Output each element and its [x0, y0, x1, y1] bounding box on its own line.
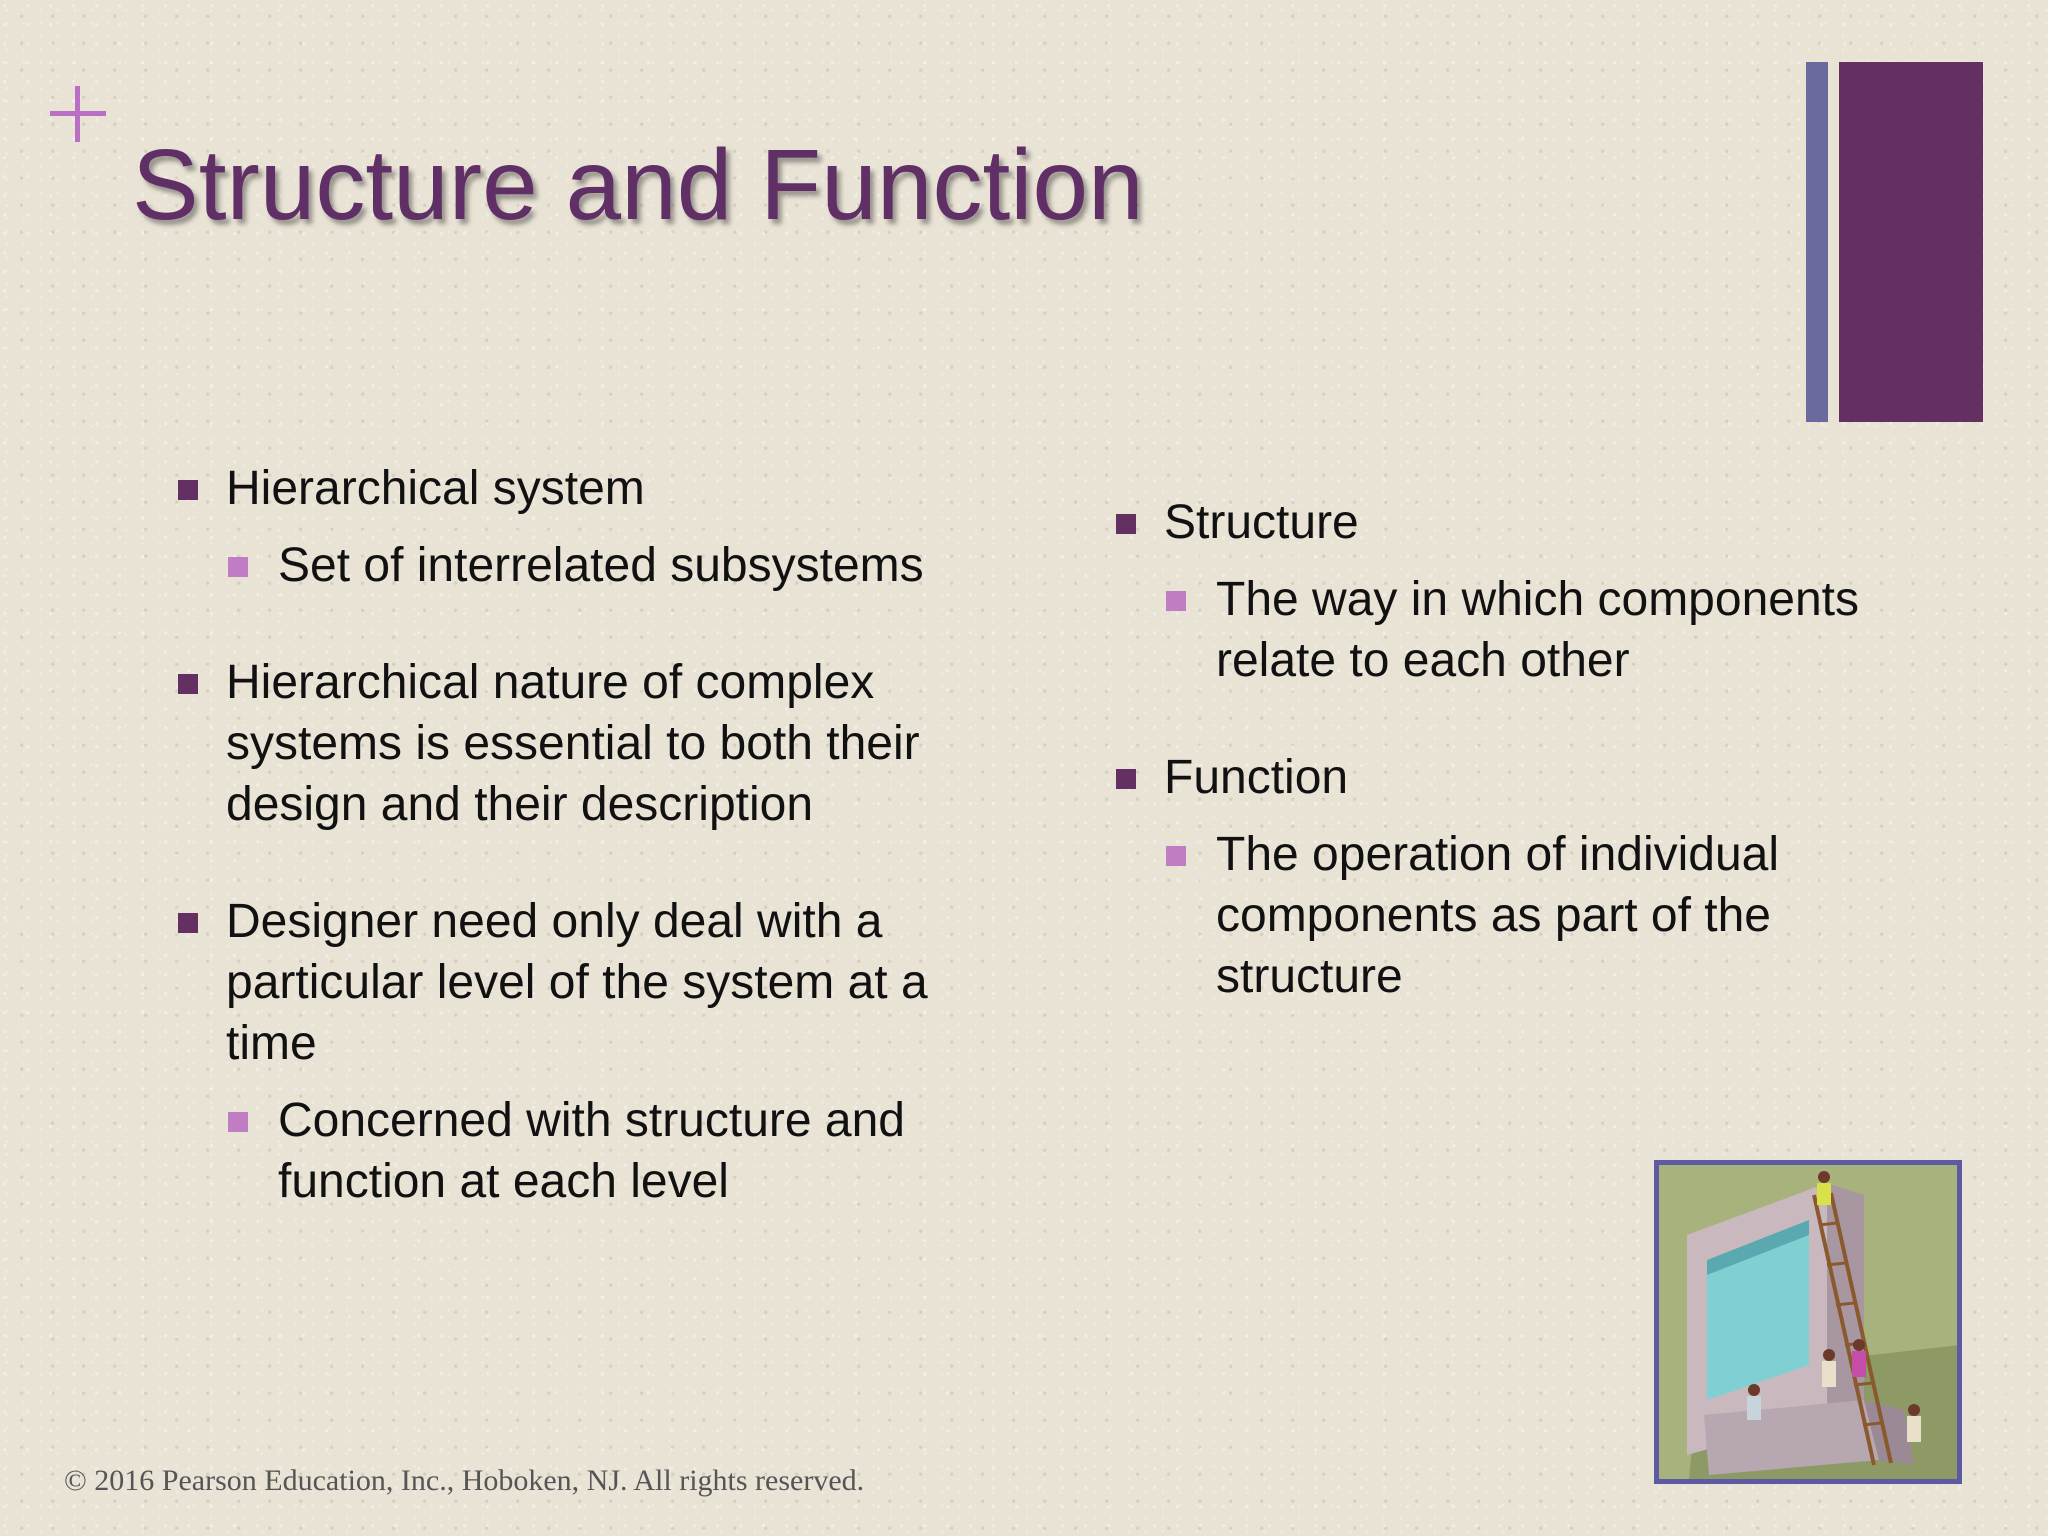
square-bullet-icon — [228, 557, 248, 577]
illustration-svg — [1659, 1165, 1957, 1479]
bullet-text: The way in which components relate to ea… — [1216, 573, 1859, 687]
copyright-footer: © 2016 Pearson Education, Inc., Hoboken,… — [64, 1464, 865, 1497]
bullet-item: Structure — [1116, 492, 1876, 553]
square-bullet-icon — [178, 913, 198, 933]
square-bullet-icon — [1166, 591, 1186, 611]
square-bullet-icon — [178, 674, 198, 694]
square-bullet-icon — [228, 1112, 248, 1132]
sub-bullet-item: The way in which components relate to ea… — [1116, 569, 1876, 691]
bullet-item: Hierarchical nature of complex systems i… — [178, 652, 978, 835]
square-bullet-icon — [1116, 514, 1136, 534]
bullet-text: Designer need only deal with a particula… — [226, 895, 928, 1070]
bullet-text: Function — [1164, 751, 1349, 804]
bullet-item: Function — [1116, 747, 1876, 808]
accent-bar-thick — [1839, 62, 1983, 422]
sub-bullet-item: The operation of individual components a… — [1116, 824, 1876, 1007]
people-climbing-computer-illustration — [1654, 1160, 1962, 1484]
bullet-text: Concerned with structure and function at… — [278, 1094, 905, 1208]
left-bullet-list: Hierarchical system Set of interrelated … — [178, 458, 978, 1212]
plus-icon — [50, 86, 106, 142]
square-bullet-icon — [178, 480, 198, 500]
square-bullet-icon — [1166, 846, 1186, 866]
right-bullet-list: Structure The way in which components re… — [1116, 492, 1876, 1007]
accent-bar-thin — [1806, 62, 1828, 422]
bullet-text: Hierarchical nature of complex systems i… — [226, 656, 920, 831]
bullet-item: Designer need only deal with a particula… — [178, 891, 978, 1074]
bullet-text: Hierarchical system — [226, 462, 645, 515]
bullet-item: Hierarchical system — [178, 458, 978, 519]
sub-bullet-item: Set of interrelated subsystems — [178, 535, 978, 596]
bullet-text: Set of interrelated subsystems — [278, 539, 924, 592]
slide-title: Structure and Function — [132, 129, 1144, 241]
square-bullet-icon — [1116, 769, 1136, 789]
sub-bullet-item: Concerned with structure and function at… — [178, 1090, 978, 1212]
bullet-text: The operation of individual components a… — [1216, 828, 1780, 1003]
bullet-text: Structure — [1164, 496, 1359, 549]
